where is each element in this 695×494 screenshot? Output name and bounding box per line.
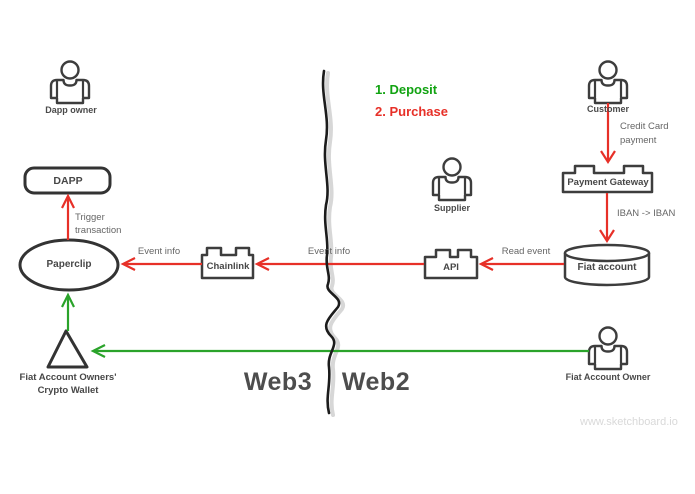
event-info-label-mid[interactable]: Event info [307, 246, 351, 257]
chainlink-label[interactable]: Chainlink [206, 261, 250, 272]
trigger-transaction-label[interactable]: Trigger transaction [75, 212, 122, 236]
payment-gateway-node[interactable] [561, 164, 654, 194]
fiat-account-node[interactable] [563, 243, 651, 287]
sketchboard-watermark: www.sketchboard.io [580, 416, 678, 428]
web-divider-shadow [325, 71, 346, 417]
arrow-chainlink-to-paperclip[interactable] [120, 257, 202, 271]
paperclip-label[interactable]: Paperclip [46, 259, 92, 270]
crypto-wallet-node[interactable] [46, 329, 89, 369]
arrow-wallet-to-paperclip[interactable] [61, 292, 75, 331]
web-divider-line[interactable] [321, 69, 341, 415]
arrow-fiat-account-to-api[interactable] [478, 257, 564, 271]
fiat-account-owner-icon[interactable] [587, 326, 629, 371]
crypto-wallet-label[interactable]: Fiat Account Owners' Crypto Wallet [19, 372, 117, 396]
arrow-payment-gateway-to-fiat-account[interactable] [599, 193, 615, 244]
dapp-owner-icon[interactable] [49, 60, 91, 105]
fiat-account-label[interactable]: Fiat account [577, 262, 637, 273]
credit-card-payment-label[interactable]: Credit Card payment [620, 121, 669, 146]
legend-deposit[interactable]: 1. Deposit [375, 82, 438, 97]
dapp-label[interactable]: DAPP [53, 175, 83, 187]
payment-gateway-label[interactable]: Payment Gateway [567, 177, 649, 188]
dapp-owner-label[interactable]: Dapp owner [45, 105, 97, 115]
customer-icon[interactable] [587, 60, 629, 105]
legend-purchase[interactable]: 2. Purchase [375, 104, 448, 119]
iban-to-iban-label[interactable]: IBAN -> IBAN [617, 208, 676, 219]
customer-label[interactable]: Customer [586, 104, 630, 114]
arrow-customer-to-payment-gateway[interactable] [600, 103, 616, 165]
api-node[interactable] [423, 248, 479, 280]
arrow-paperclip-to-dapp[interactable] [61, 193, 75, 240]
arrow-api-to-chainlink[interactable] [254, 257, 424, 271]
arrow-owner-to-wallet[interactable] [90, 344, 589, 358]
zone-web2-label[interactable]: Web2 [341, 368, 411, 396]
api-label[interactable]: API [443, 262, 459, 273]
supplier-icon[interactable] [431, 157, 473, 202]
read-event-label[interactable]: Read event [501, 246, 551, 257]
event-info-label-left[interactable]: Event info [137, 246, 181, 257]
fiat-account-owner-label[interactable]: Fiat Account Owner [565, 372, 651, 382]
dapp-node[interactable] [23, 166, 112, 195]
zone-web3-label[interactable]: Web3 [243, 368, 313, 396]
chainlink-node[interactable] [200, 246, 255, 280]
supplier-label[interactable]: Supplier [433, 203, 471, 213]
